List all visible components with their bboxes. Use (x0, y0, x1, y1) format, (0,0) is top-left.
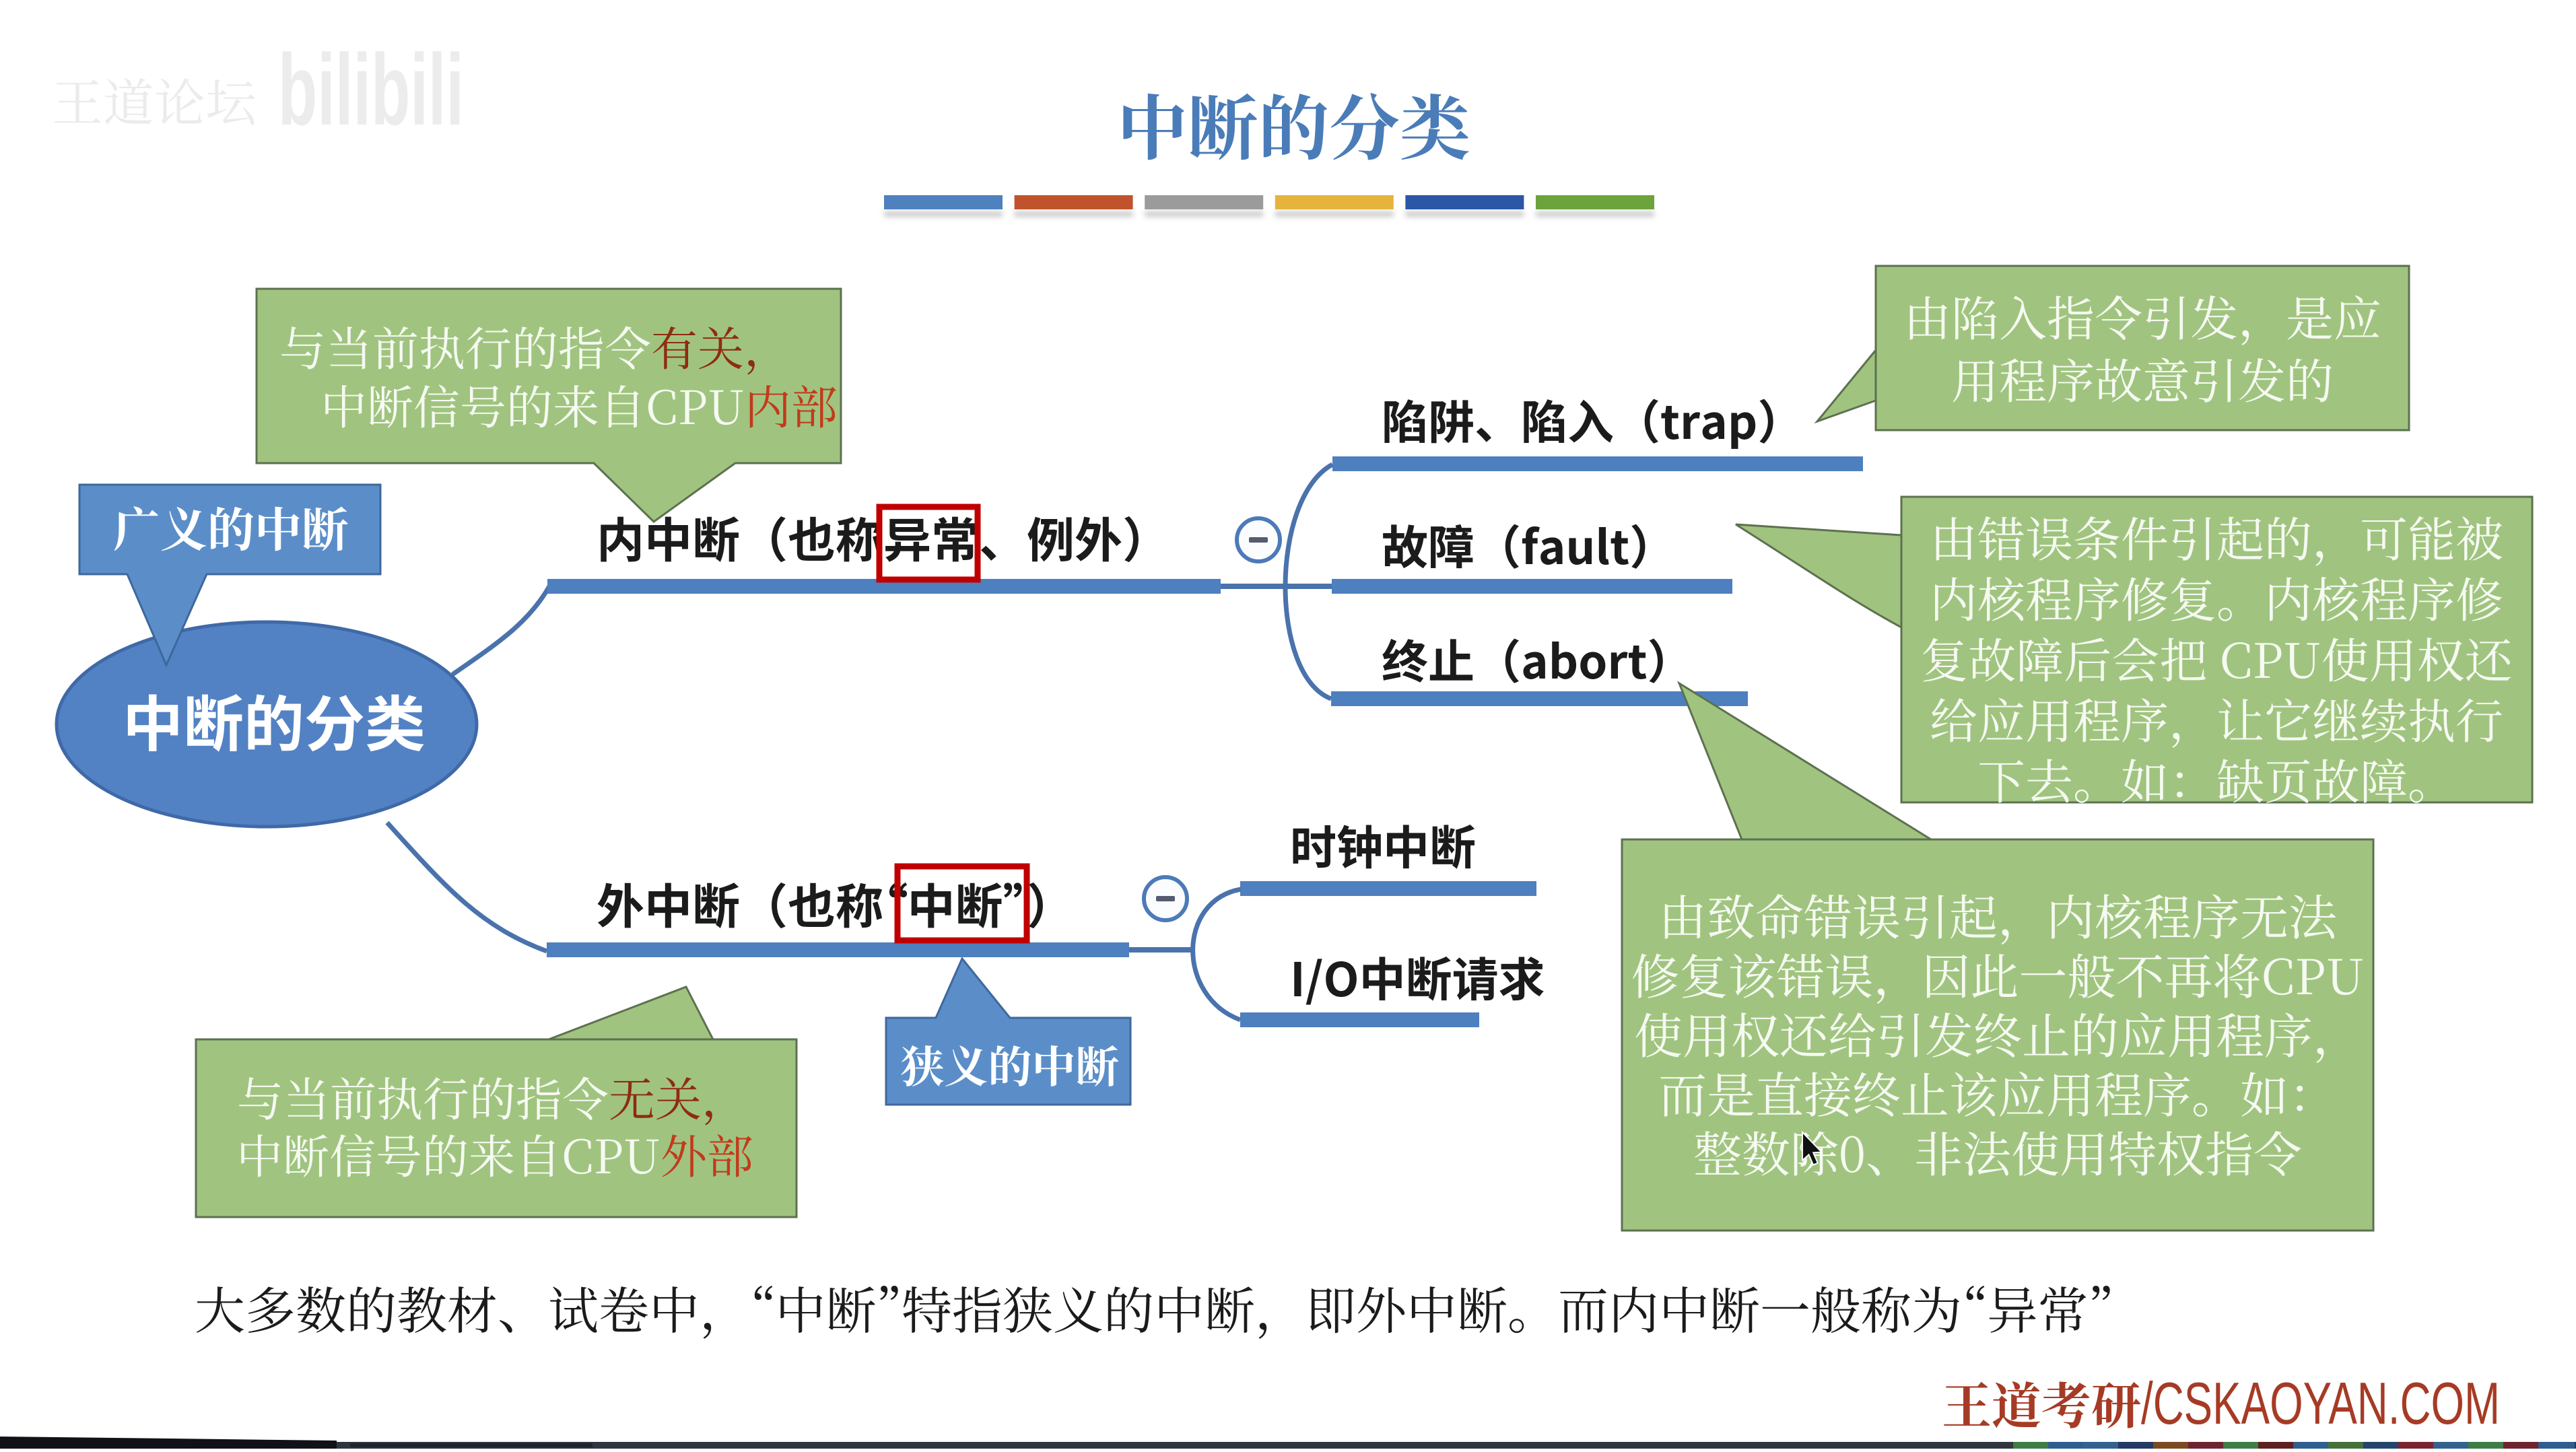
svg-text:bilibili: bilibili (278, 33, 464, 146)
svg-text:/CSKAOYAN.COM: /CSKAOYAN.COM (2141, 1370, 2500, 1437)
